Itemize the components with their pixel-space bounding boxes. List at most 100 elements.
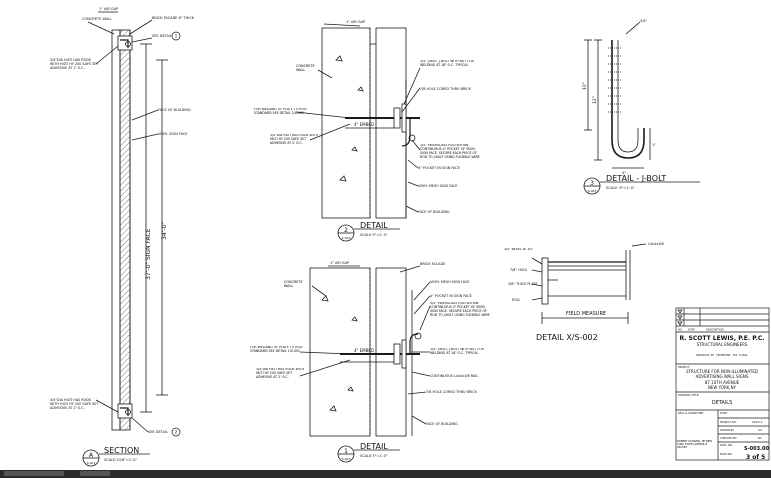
anchor-note-top: 3/4"DIA HILTI HAS RODS WITH HILTI HY 200… bbox=[50, 58, 99, 71]
inner-dimension-label: 34'-0" bbox=[161, 222, 168, 240]
d3-scale: SCALE: 6"=1'-0" bbox=[606, 186, 635, 190]
face-of-building-label: FACE OF BUILDING bbox=[158, 108, 191, 112]
see-detail-bottom-label: SEE DETAIL bbox=[148, 430, 168, 434]
detail-3-drawing bbox=[583, 21, 700, 195]
d2-concrete-wall: CONCRETE WALL bbox=[296, 64, 315, 73]
d2-anchor-note: 3/4"DIA HILTI HAS RODS WITH HILTI HY 200… bbox=[270, 134, 319, 145]
status-segment bbox=[80, 471, 110, 476]
d2-j-bolt-note: 3/4" J-BOLT, J-BOLT WITH NUT FOR WELDING… bbox=[420, 60, 474, 67]
drawing-title: DETAILS bbox=[712, 400, 733, 406]
d1-fiberglass-note: 3/4" FIBERGLASS ROD WITHIN CONTINUOUS 4"… bbox=[430, 302, 490, 317]
d1-embed-label: 4" EMBED bbox=[354, 348, 374, 353]
dxs-measure: FIELD MEASURE bbox=[566, 311, 606, 317]
d1-mesh-note: VINYL MESH SIGN FACE bbox=[430, 280, 470, 284]
section-scale: SCALE:3/16"=1'-0" bbox=[104, 458, 137, 462]
d1-pocket-note: 4" POCKET IN SIGN FACE bbox=[430, 294, 472, 298]
date-label: DATE: bbox=[720, 411, 728, 415]
d1-bubble-sheet: S-003 bbox=[342, 457, 351, 461]
d2-fiberglass-note: 3/4" FIBERGLASS ROD WITHIN CONTINUOUS 4"… bbox=[420, 144, 480, 159]
d1-chain-note: CONTINUOUS L4x4x3/8 RAIL bbox=[430, 374, 478, 378]
rev-col-no: NO. bbox=[678, 328, 683, 332]
d1-concrete-wall: CONCRETE WALL bbox=[284, 280, 303, 289]
status-segment bbox=[4, 471, 64, 476]
drawn-by: AA bbox=[758, 428, 763, 432]
dwg-no: S-003.00 bbox=[744, 446, 769, 452]
air-gap-label: 1" AIR GAP bbox=[99, 7, 118, 11]
section-a-labels: 1" AIR GAP CONCRETE WALL BRICK FACADE 6"… bbox=[50, 7, 195, 465]
d3-dim-total: 10" bbox=[582, 82, 588, 90]
d3-title: DETAIL - J-BOLT bbox=[606, 174, 666, 183]
project-line-3: 87 10TH AVENUE bbox=[705, 380, 740, 385]
dxs-hole-note: 7/8" HOLE bbox=[510, 268, 527, 272]
detail-1-labels: 1" AIR GAP BRICK FACADE CONCRETE WALL VI… bbox=[250, 261, 490, 461]
rev-col-date: DATE bbox=[688, 328, 695, 332]
see-detail-top-num: 1 bbox=[175, 34, 178, 39]
d1-brick-facade: BRICK FACADE bbox=[420, 262, 446, 266]
section-bubble-letter: A bbox=[89, 452, 94, 459]
dxs-rail-note: L4x4x3/8 bbox=[648, 242, 664, 246]
detail-2-drawing bbox=[295, 23, 421, 242]
overall-dimension-label: 37'-0" SIGN FACE bbox=[145, 228, 152, 280]
d2-face-note: FACE OF BUILDING bbox=[418, 210, 450, 214]
checked-by-label: CHECKED BY: bbox=[720, 436, 737, 440]
concrete-wall-label: CONCRETE WALL bbox=[82, 17, 112, 21]
dxs-title: DETAIL X/S-002 bbox=[536, 333, 598, 342]
viewer-status-bar bbox=[0, 470, 771, 478]
section-title: SECTION bbox=[104, 446, 139, 455]
firm-name: R. SCOTT LEWIS, P.E. P.C. bbox=[679, 335, 764, 342]
d1-bubble-num: 1 bbox=[344, 448, 348, 455]
project-label: PROJECT: bbox=[678, 365, 690, 369]
project-line-2: ADVERTISING WALL SIGNS bbox=[696, 374, 749, 379]
brick-facade-strip bbox=[119, 29, 131, 431]
d2-title: DETAIL bbox=[360, 221, 388, 230]
d2-hole-note: 7/8 HOLE CORED THRU BRICK bbox=[420, 87, 472, 91]
project-no-label: PROJECT NO: bbox=[720, 420, 737, 424]
detail-3-labels: 3/4" 12" 10" 4" 1" 3 S-003 DETAIL - J-BO… bbox=[582, 19, 666, 193]
d2-pocket-note: 4" POCKET IN SIGN FACE bbox=[418, 166, 460, 170]
page-no: 3 of 5 bbox=[746, 454, 765, 461]
dxs-plate-note: 3/8" THICK PLATE bbox=[508, 282, 538, 286]
firm-address: BROOKLYN, NY · TELEPHONE · FAX · E-MAIL bbox=[696, 354, 748, 357]
d2-scale: SCALE:3"=1'-0" bbox=[360, 233, 388, 237]
d1-air-gap: 1" AIR GAP bbox=[330, 261, 349, 265]
d2-bubble-sheet: S-003 bbox=[342, 236, 351, 240]
d3-dim-hook: 1" bbox=[652, 143, 656, 147]
project-no: 2012-1 bbox=[752, 420, 763, 424]
dxs-weld-note: 3/4" BEVEL AT 45° bbox=[504, 248, 534, 251]
project-line-4: NEW YORK,NY bbox=[708, 385, 737, 390]
page-no-label: PAGE NO: bbox=[720, 452, 733, 456]
d3-bubble-sheet: S-003 bbox=[588, 189, 597, 193]
seal-label: SEAL & SIGNATURE: bbox=[678, 411, 704, 415]
drawing-title-label: DRAWING TITLE: bbox=[678, 393, 699, 397]
section-a bbox=[82, 11, 168, 467]
d2-bubble-num: 2 bbox=[344, 227, 348, 234]
project-line-1: STRUCTURE FOR NON-ILLUMINATED bbox=[686, 369, 758, 374]
d3-dim-length: 12" bbox=[592, 96, 598, 104]
d1-scale: SCALE:3"=1'-0" bbox=[360, 454, 388, 458]
d1-weld-note: FOR WELDING OF PLATE TO ROD STANDARD SEE… bbox=[250, 346, 303, 353]
checked-by: RL bbox=[758, 436, 762, 440]
dxs-rod-note: ROD bbox=[512, 298, 520, 302]
stamp-text: ROBERT SCHAPPA, PE NEW YORK STATE LICENS… bbox=[677, 440, 713, 450]
d2-mesh-note: VINYL MESH SIGN FACE bbox=[418, 184, 458, 188]
detail-xs-labels: 3/4" BEVEL AT 45° 7/8" HOLE 3/8" THICK P… bbox=[504, 242, 664, 342]
d3-bubble-num: 3 bbox=[590, 180, 594, 187]
section-bubble-sheet: S-003 bbox=[87, 461, 96, 465]
see-detail-top-label: SEE DETAIL bbox=[152, 34, 172, 38]
detail-xs-drawing bbox=[531, 243, 647, 324]
d1-hole-note: 7/8 HOLE CORED THRU BRICK bbox=[426, 390, 478, 394]
title-block bbox=[675, 307, 770, 461]
d1-anchor-note: 3/4"DIA HILTI HAS RODS WITH HILTI HY 200… bbox=[256, 368, 305, 379]
firm-subtitle: STRUCTURAL ENGINEERS bbox=[697, 342, 748, 347]
rev-col-description: DESCRIPTION bbox=[706, 328, 724, 332]
vinyl-sign-face-label: VINYL SIGN FACE bbox=[158, 132, 188, 136]
d1-j-bolt-note: 3/4" J-BOLT, J-BOLT WITH NUT FOR WELDING… bbox=[430, 348, 484, 355]
d3-dim-bend: 4" bbox=[622, 171, 626, 175]
detail-1-drawing bbox=[299, 265, 431, 463]
d1-title: DETAIL bbox=[360, 442, 388, 451]
see-detail-bottom-num: 2 bbox=[175, 430, 178, 435]
d2-air-gap: 1" AIR GAP bbox=[346, 20, 365, 24]
brick-facade-label: BRICK FACADE 6" THICK bbox=[152, 16, 195, 20]
d2-embed-label: 4" EMBED bbox=[354, 122, 374, 127]
